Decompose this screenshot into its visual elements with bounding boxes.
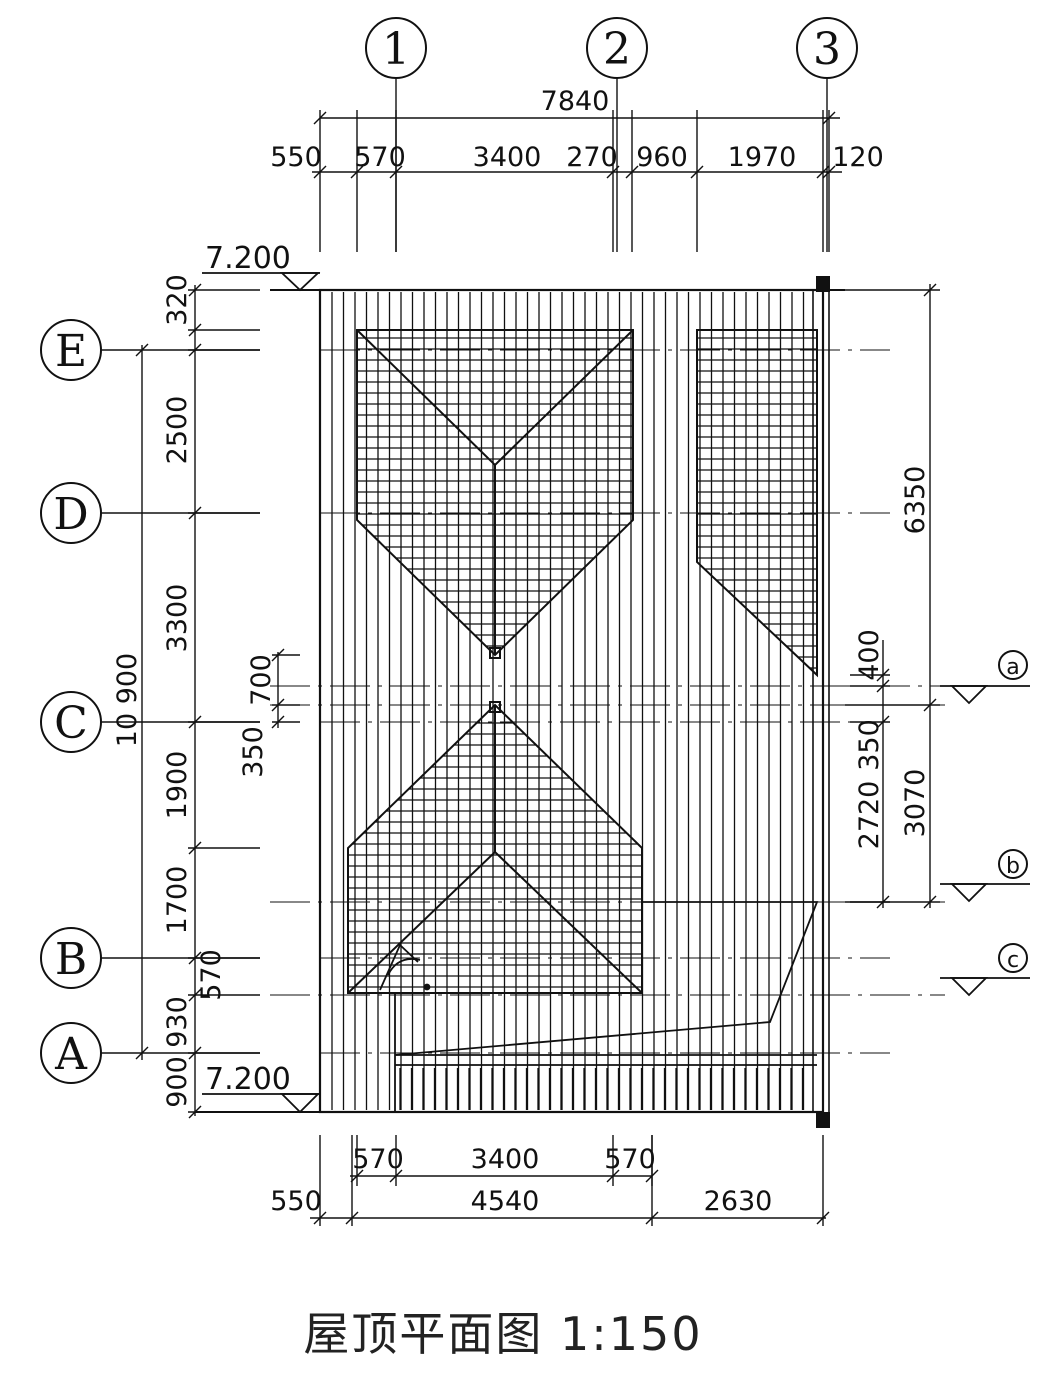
tick-mark	[188, 715, 202, 729]
dim-right-350: 350	[854, 719, 885, 771]
tick-mark	[188, 951, 202, 965]
tick-mark	[822, 111, 836, 125]
axis-label-3: 3	[813, 24, 841, 75]
dim-left-3300: 3300	[162, 584, 193, 653]
dim-right-6350: 6350	[900, 466, 931, 535]
dim-right-2720: 2720	[854, 781, 885, 850]
tick-mark	[188, 506, 202, 520]
tick-mark	[389, 165, 403, 179]
tick-mark	[350, 1169, 364, 1183]
right-hip-roof	[696, 329, 818, 678]
tick-mark	[923, 698, 937, 712]
lower-hip-roof	[347, 647, 643, 994]
axis-label-1: 1	[382, 24, 410, 75]
tick-mark	[876, 715, 890, 729]
tick-mark	[822, 165, 836, 179]
tick-mark	[271, 698, 285, 712]
dim-left-total: 10 900	[112, 653, 143, 747]
dim-left-320: 320	[162, 274, 193, 326]
dim-left-700: 700	[246, 654, 277, 706]
tick-mark	[188, 323, 202, 337]
dim-right-3070: 3070	[900, 769, 931, 838]
dim-right-400: 400	[854, 629, 885, 681]
dim-top-1970: 1970	[728, 142, 797, 173]
level-symbols	[202, 272, 1030, 1114]
axis-bubbles-left	[40, 319, 102, 1084]
tick-mark	[345, 1211, 359, 1225]
tick-mark	[876, 895, 890, 909]
dim-top-550: 550	[270, 142, 322, 173]
dim-bottom-4540: 4540	[471, 1186, 540, 1217]
axis-label-A: A	[54, 1029, 88, 1080]
tick-mark	[606, 1169, 620, 1183]
tick-mark	[188, 988, 202, 1002]
tick-mark	[135, 1046, 149, 1060]
axis-grid-lines	[101, 78, 945, 1054]
dim-top-120: 120	[832, 142, 884, 173]
tick-mark	[313, 1211, 327, 1225]
tick-mark	[923, 283, 937, 297]
axis-label-a: a	[1006, 655, 1019, 680]
dim-top-960: 960	[636, 142, 688, 173]
dim-bottom-550: 550	[270, 1186, 322, 1217]
tick-mark	[816, 1211, 830, 1225]
dim-top-270: 270	[566, 142, 618, 173]
level-bottom: 7.200	[205, 1062, 291, 1097]
dim-left-1700: 1700	[162, 866, 193, 935]
tick-mark	[606, 165, 620, 179]
axis-label-b: b	[1006, 854, 1020, 879]
tick-mark	[645, 1211, 659, 1225]
roof-hatching	[331, 292, 817, 1110]
axis-label-D: D	[53, 489, 88, 540]
dim-bottom-570-right: 570	[604, 1144, 656, 1175]
dim-bottom-3400: 3400	[471, 1144, 540, 1175]
tick-mark	[816, 165, 830, 179]
axis-label-B: B	[55, 934, 87, 985]
dim-bottom-2630: 2630	[704, 1186, 773, 1217]
dim-left-2500: 2500	[162, 396, 193, 465]
tick-mark	[625, 165, 639, 179]
dim-bottom-570-left: 570	[352, 1144, 404, 1175]
tick-mark	[271, 715, 285, 729]
tick-mark	[876, 668, 890, 682]
tick-mark	[188, 1046, 202, 1060]
roof-outline	[195, 276, 845, 1128]
tick-mark	[188, 841, 202, 855]
tick-mark	[313, 111, 327, 125]
tick-mark	[923, 895, 937, 909]
tick-mark	[350, 165, 364, 179]
axis-bubbles-right	[998, 650, 1028, 973]
dim-top-3400: 3400	[473, 142, 542, 173]
tick-mark	[188, 343, 202, 357]
upper-hip-roof	[356, 329, 634, 657]
axis-label-E: E	[55, 326, 87, 377]
axis-label-C: C	[54, 698, 88, 749]
axis-bubbles-top	[365, 17, 858, 79]
dim-left-900: 900	[162, 1056, 193, 1108]
tick-mark	[188, 283, 202, 297]
tick-mark	[690, 165, 704, 179]
drawing-title: 屋顶平面图 1:150	[303, 1307, 702, 1361]
dim-left-350: 350	[238, 726, 269, 778]
tick-mark	[271, 648, 285, 662]
level-top: 7.200	[205, 241, 291, 276]
tick-mark	[188, 1105, 202, 1119]
axis-label-c: c	[1007, 948, 1019, 973]
dim-top-570: 570	[354, 142, 406, 173]
tick-mark	[135, 343, 149, 357]
tick-mark	[313, 165, 327, 179]
tick-mark	[876, 679, 890, 693]
axis-label-2: 2	[603, 24, 631, 75]
dim-left-930: 930	[162, 996, 193, 1048]
tick-mark	[389, 1169, 403, 1183]
dim-left-1900: 1900	[162, 751, 193, 820]
dim-left-570: 570	[196, 949, 227, 1001]
dimension-lines	[135, 110, 940, 1226]
dim-top-total: 7840	[541, 86, 610, 117]
